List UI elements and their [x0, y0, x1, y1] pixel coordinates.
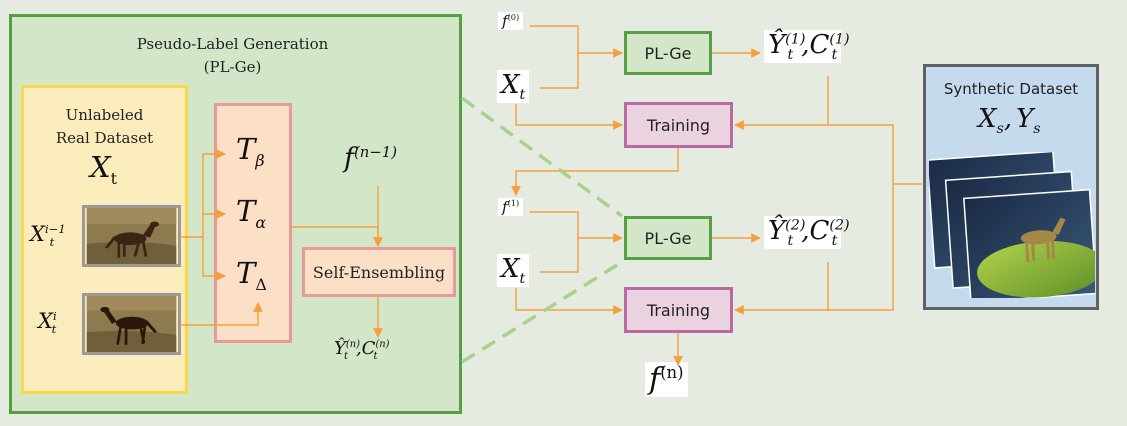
panel-title: Pseudo-Label Generation (PL-Ge) — [136, 35, 329, 76]
plge-box-2: PL-Ge — [624, 216, 712, 260]
out-label-2: Ŷ(2)t,C(2)t — [764, 216, 850, 250]
training-box-2: Training — [624, 287, 733, 333]
fn-label: f(n) — [645, 362, 688, 397]
training-box-1: Training — [624, 102, 733, 148]
transform-delta: TΔ — [236, 256, 267, 294]
horse-frame-image — [82, 205, 181, 267]
horse-frame-image — [82, 293, 181, 355]
transform-alpha: Tα — [236, 194, 267, 232]
synthetic-image-stack — [929, 152, 1095, 298]
transform-beta: Tβ — [236, 132, 265, 170]
x-input-label-2: Xt — [497, 254, 530, 288]
out-label-1: Ŷ(1)t,C(1)t — [764, 30, 850, 64]
f1-label: f(1) — [498, 198, 524, 216]
unlabeled-var: Xt — [90, 150, 118, 188]
plge-box-1: PL-Ge — [624, 31, 712, 75]
frame-label-prev: Xi−1t — [30, 222, 66, 250]
unlabeled-dataset-title: Unlabeled Real Dataset — [55, 106, 154, 147]
synthetic-vars: Xs,Ys — [978, 104, 1041, 138]
frame-label-curr: Xit — [38, 309, 57, 337]
model-prev-label: f(n−1) — [344, 143, 398, 174]
self-ensembling-box: Self-Ensembling — [302, 247, 456, 297]
transformations-box — [214, 103, 292, 343]
panel-output-label: Ŷ(n)t,C(n)t — [334, 338, 390, 362]
x-input-label-1: Xt — [497, 70, 530, 104]
f0-label: f(0) — [498, 12, 524, 30]
synthetic-dataset-title: Synthetic Dataset — [943, 80, 1079, 98]
